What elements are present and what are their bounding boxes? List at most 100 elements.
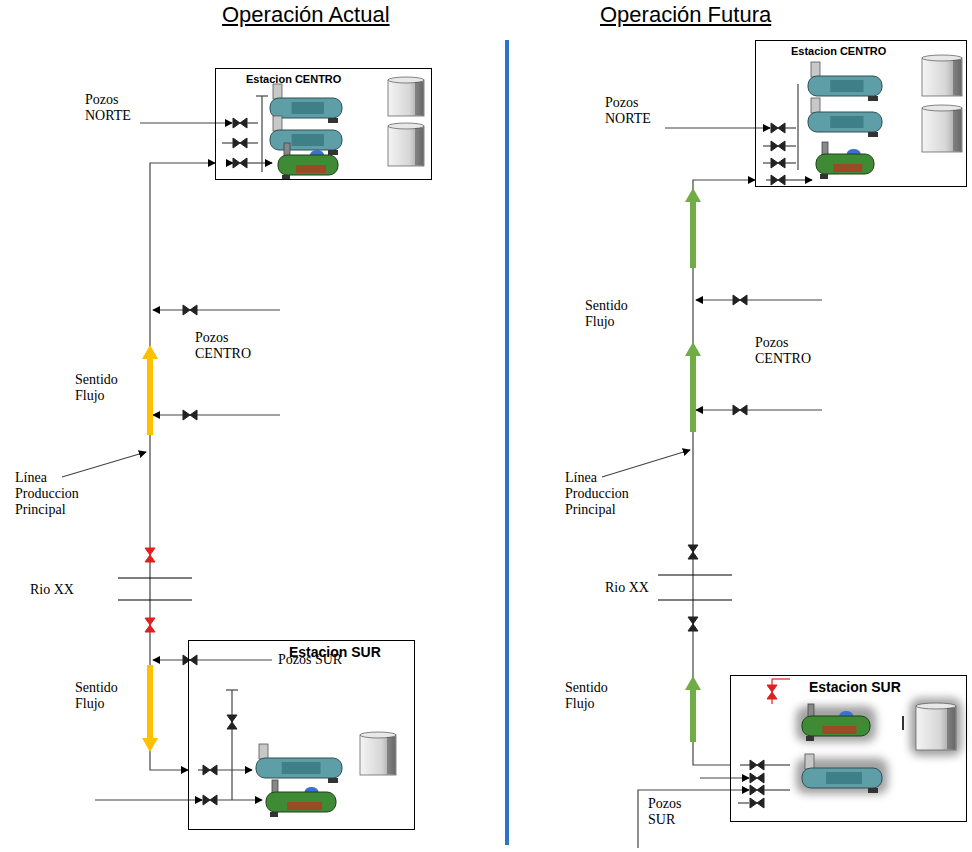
tank-mark <box>902 716 904 730</box>
tank-part <box>948 708 949 749</box>
tank-part <box>954 60 955 95</box>
separator-part <box>805 754 814 769</box>
valve-symbol <box>227 715 237 729</box>
diagram-label: Línea Produccion Principal <box>565 470 637 518</box>
separator-part <box>868 96 878 101</box>
tank-part <box>960 110 961 151</box>
inflow-line <box>700 777 749 778</box>
vessel-part <box>266 792 336 812</box>
diagram-label: Pozos CENTRO <box>195 330 270 362</box>
pipe-line <box>764 764 790 765</box>
separator-part <box>868 788 878 793</box>
tank-part <box>416 128 417 165</box>
separator-icon <box>802 754 882 793</box>
diagram-label: Rio XX <box>30 582 74 598</box>
tank-part <box>420 82 421 115</box>
diagram-label: Sentido Flujo <box>75 680 133 712</box>
diagram-label: Pozos NORTE <box>85 92 140 124</box>
flow-arrow <box>142 345 158 435</box>
separator-part <box>273 84 282 99</box>
tank-icon <box>922 55 962 96</box>
separator-part <box>328 118 338 123</box>
pipe-line <box>222 142 233 143</box>
valve-symbol <box>771 141 785 151</box>
panel-divider <box>505 40 509 845</box>
valve-symbol <box>750 798 764 808</box>
inflow-line <box>153 309 280 310</box>
valve-symbol <box>771 158 785 168</box>
separator-part <box>273 116 282 131</box>
pipe-line <box>766 179 771 180</box>
valve-symbol <box>183 655 197 665</box>
tank-part <box>960 60 961 95</box>
separator-part <box>256 758 342 778</box>
pipe-line <box>740 764 750 765</box>
inflow-line <box>140 122 232 123</box>
tank-part <box>418 128 419 165</box>
station-box: Estacion SUR <box>188 640 415 830</box>
tank-part <box>416 82 417 115</box>
pipe-line <box>247 162 272 163</box>
valve-symbol <box>733 405 747 415</box>
flow-arrow <box>685 676 701 742</box>
separator-part <box>270 98 342 118</box>
pipe-line <box>198 769 203 770</box>
valve-symbol <box>688 617 698 631</box>
pipe-line <box>763 145 771 146</box>
riser-line <box>226 689 238 690</box>
diagram-label: Sentido Flujo <box>565 680 623 712</box>
river-line <box>658 599 732 600</box>
separator-part <box>292 134 324 146</box>
tank-part <box>916 706 956 750</box>
tank-part <box>388 123 424 129</box>
river-line <box>118 599 192 600</box>
pipe-line <box>247 142 258 143</box>
tank-part <box>950 708 951 749</box>
flow-arrow <box>142 665 158 752</box>
vessel-part <box>270 812 278 817</box>
separator-part <box>259 744 268 759</box>
vessel-part <box>822 142 828 155</box>
pipe-line <box>217 799 262 800</box>
separator-part <box>830 80 863 92</box>
manifold-line <box>261 96 262 172</box>
tank-icon <box>388 77 424 116</box>
vessel-part <box>806 736 814 741</box>
pipe-line <box>785 179 812 180</box>
leader-line <box>62 452 146 477</box>
leader-line <box>602 450 690 477</box>
tank-part <box>392 737 393 774</box>
separator-part <box>811 62 820 77</box>
pipe-line <box>247 122 258 123</box>
valve-symbol <box>233 138 247 148</box>
tank-part <box>958 60 959 95</box>
station-box: Estacion CENTRO <box>215 68 432 180</box>
pipe-line <box>738 802 749 803</box>
production-line <box>150 163 215 770</box>
vessel-part <box>287 802 322 810</box>
inflow-line <box>638 790 749 848</box>
diagram-label: Pozos SUR <box>648 796 696 828</box>
valve-symbol <box>233 158 247 168</box>
tank-part <box>422 128 423 165</box>
tank-part <box>394 737 395 774</box>
separator-part <box>270 130 342 150</box>
valve-symbol <box>145 548 155 562</box>
vessel-part <box>278 155 338 175</box>
tank-part <box>922 108 962 152</box>
pipe-line <box>785 145 796 146</box>
river-line <box>118 577 192 578</box>
separator-part <box>802 768 882 788</box>
diagram-label: Rio XX <box>605 580 649 596</box>
tank-part <box>958 110 959 151</box>
valve-symbol <box>750 773 764 783</box>
valve-symbol <box>145 618 155 632</box>
separator-part <box>292 102 324 114</box>
valve-symbol <box>771 175 785 185</box>
tank-part <box>956 60 957 95</box>
separator-icon <box>808 62 882 101</box>
manifold-line <box>256 95 268 96</box>
separator-part <box>328 150 338 155</box>
separator-part <box>282 762 321 774</box>
panel-heading: Operación Futura <box>600 2 771 28</box>
